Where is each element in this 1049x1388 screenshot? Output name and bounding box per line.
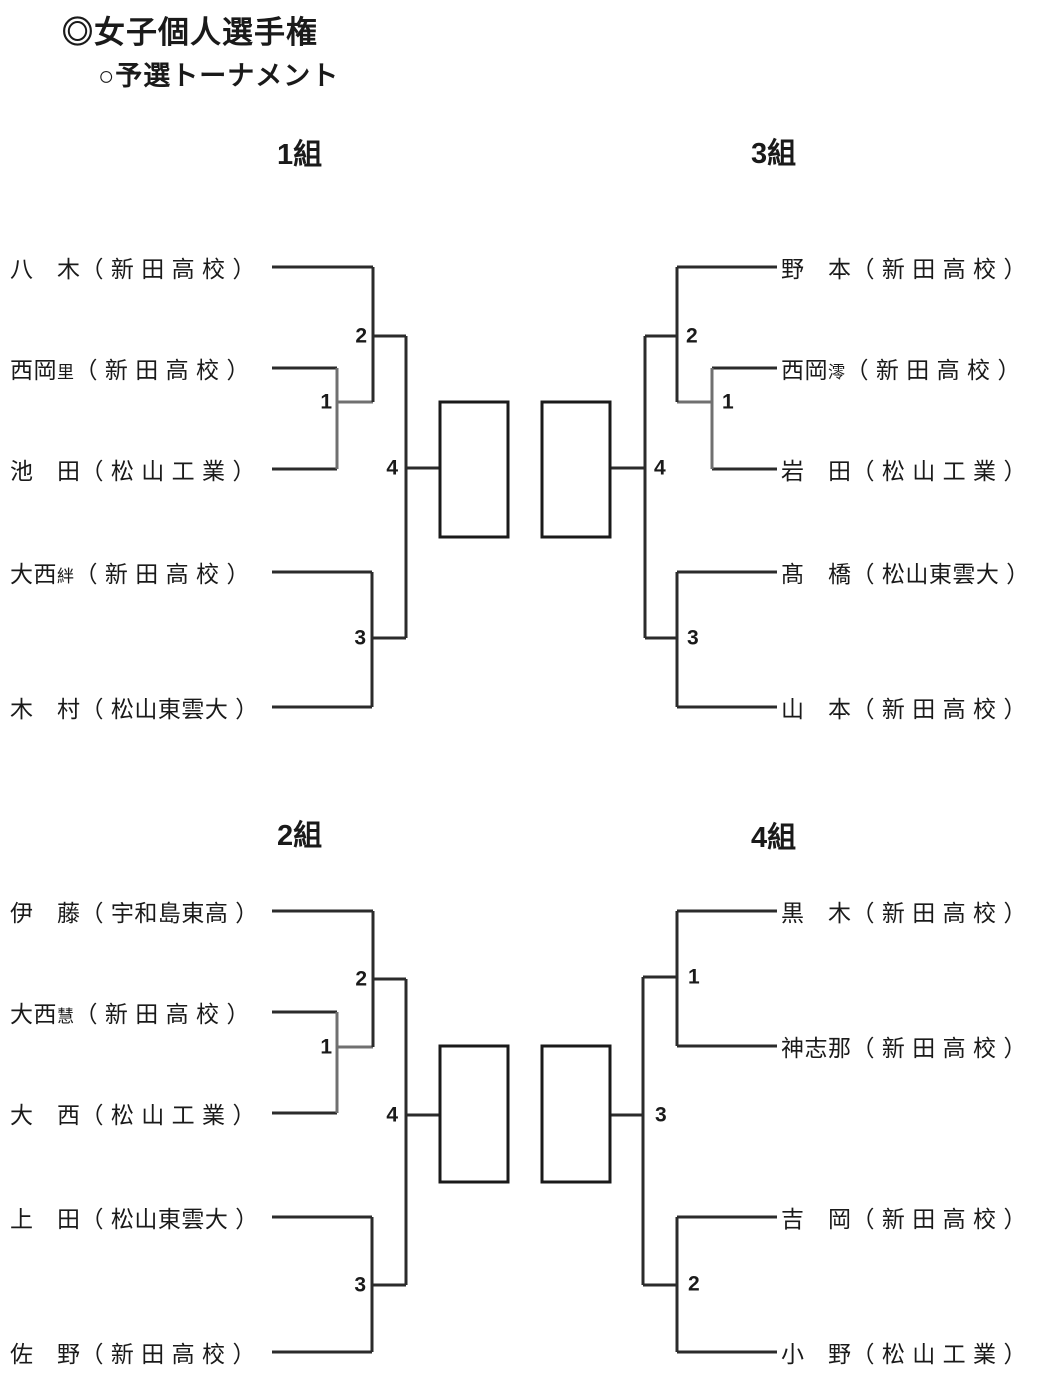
match-number: 2 bbox=[355, 967, 367, 991]
match-number: 1 bbox=[320, 1035, 332, 1059]
player-entry: 西岡里（ 新 田 高 校 ） bbox=[10, 351, 250, 385]
player-name: 八 木 bbox=[10, 256, 81, 282]
player-school: （ 新 田 高 校 ） bbox=[851, 900, 1027, 926]
player-entry: 大西慧（ 新 田 高 校 ） bbox=[10, 995, 250, 1029]
player-school: （ 松山東雲大 ） bbox=[851, 561, 1030, 587]
player-name: 黒 木 bbox=[781, 900, 852, 926]
player-entry: 岩 田（ 松 山 工 業 ） bbox=[781, 452, 1027, 486]
page-subtitle: ○予選トーナメント bbox=[98, 61, 340, 91]
group-2-header: 2組 bbox=[277, 820, 323, 852]
match-number: 1 bbox=[688, 965, 700, 989]
player-school: （ 新 田 高 校 ） bbox=[851, 1035, 1027, 1061]
group-1-header: 1組 bbox=[277, 139, 323, 171]
player-school: （ 新 田 高 校 ） bbox=[74, 1001, 250, 1027]
group-3-bracket bbox=[610, 265, 777, 709]
player-name: 野 本 bbox=[781, 256, 852, 282]
player-name: 池 田 bbox=[10, 458, 81, 484]
player-name: 神志那 bbox=[781, 1035, 852, 1061]
player-name: 大西 bbox=[10, 1001, 57, 1027]
player-entry: 黒 木（ 新 田 高 校 ） bbox=[781, 894, 1027, 928]
player-school: （ 新 田 高 校 ） bbox=[80, 256, 256, 282]
player-school: （ 松 山 工 業 ） bbox=[851, 458, 1027, 484]
player-entry: 小 野（ 松 山 工 業 ） bbox=[781, 1335, 1027, 1369]
player-school: （ 新 田 高 校 ） bbox=[851, 696, 1027, 722]
player-name: 上 田 bbox=[10, 1206, 81, 1232]
match-number: 3 bbox=[687, 626, 699, 650]
player-name: 髙 橋 bbox=[781, 561, 852, 587]
player-entry: 山 本（ 新 田 高 校 ） bbox=[781, 690, 1027, 724]
player-entry: 大西絆（ 新 田 高 校 ） bbox=[10, 555, 250, 589]
match-number: 2 bbox=[355, 324, 367, 348]
finalist-box-top-left bbox=[438, 400, 510, 539]
player-name: 木 村 bbox=[10, 696, 81, 722]
player-school: （ 新 田 高 校 ） bbox=[74, 561, 250, 587]
player-school: （ 松 山 工 業 ） bbox=[851, 1341, 1027, 1367]
finalist-box-top-right bbox=[540, 400, 612, 539]
player-school: （ 新 田 高 校 ） bbox=[845, 357, 1021, 383]
player-name: 吉 岡 bbox=[781, 1206, 852, 1232]
match-number: 1 bbox=[320, 390, 332, 414]
match-number: 3 bbox=[354, 1273, 366, 1297]
player-school: （ 松山東雲大 ） bbox=[80, 1206, 259, 1232]
player-school: （ 宇和島東高 ） bbox=[80, 900, 259, 926]
group-2-bracket bbox=[272, 909, 440, 1354]
player-name: 岩 田 bbox=[781, 458, 852, 484]
player-name: 小 野 bbox=[781, 1341, 852, 1367]
player-school: （ 新 田 高 校 ） bbox=[851, 1206, 1027, 1232]
player-name: 西岡 bbox=[781, 357, 828, 383]
player-school: （ 新 田 高 校 ） bbox=[74, 357, 250, 383]
player-name-small: 澪 bbox=[828, 363, 846, 382]
finalist-box-bottom-left bbox=[438, 1044, 510, 1184]
match-number: 3 bbox=[354, 626, 366, 650]
player-school: （ 新 田 高 校 ） bbox=[80, 1341, 256, 1367]
player-name: 山 本 bbox=[781, 696, 852, 722]
match-number: 3 bbox=[655, 1103, 667, 1127]
match-number: 4 bbox=[386, 456, 398, 480]
player-school: （ 松 山 工 業 ） bbox=[80, 458, 256, 484]
player-entry: 神志那（ 新 田 高 校 ） bbox=[781, 1029, 1027, 1063]
player-name: 大 西 bbox=[10, 1102, 81, 1128]
player-entry: 伊 藤（ 宇和島東高 ） bbox=[10, 894, 259, 928]
player-name-small: 里 bbox=[57, 363, 75, 382]
player-entry: 大 西（ 松 山 工 業 ） bbox=[10, 1096, 256, 1130]
player-entry: 西岡澪（ 新 田 高 校 ） bbox=[781, 351, 1021, 385]
match-number: 1 bbox=[722, 390, 734, 414]
group-1-bracket bbox=[272, 265, 440, 709]
player-entry: 野 本（ 新 田 高 校 ） bbox=[781, 250, 1027, 284]
player-name: 西岡 bbox=[10, 357, 57, 383]
player-entry: 佐 野（ 新 田 高 校 ） bbox=[10, 1335, 256, 1369]
player-school: （ 松山東雲大 ） bbox=[80, 696, 259, 722]
player-school: （ 新 田 高 校 ） bbox=[851, 256, 1027, 282]
player-name-small: 慧 bbox=[57, 1007, 75, 1026]
group-4-header: 4組 bbox=[751, 822, 797, 854]
player-name: 佐 野 bbox=[10, 1341, 81, 1367]
group-3-header: 3組 bbox=[751, 138, 797, 170]
finalist-box-bottom-right bbox=[540, 1044, 612, 1184]
match-number: 4 bbox=[654, 456, 666, 480]
player-entry: 八 木（ 新 田 高 校 ） bbox=[10, 250, 256, 284]
match-number: 4 bbox=[386, 1103, 398, 1127]
player-entry: 髙 橋（ 松山東雲大 ） bbox=[781, 555, 1030, 589]
player-name: 大西 bbox=[10, 561, 57, 587]
player-school: （ 松 山 工 業 ） bbox=[80, 1102, 256, 1128]
player-entry: 上 田（ 松山東雲大 ） bbox=[10, 1200, 259, 1234]
player-entry: 木 村（ 松山東雲大 ） bbox=[10, 690, 259, 724]
group-4-bracket bbox=[610, 909, 777, 1354]
match-number: 2 bbox=[686, 324, 698, 348]
player-name-small: 絆 bbox=[57, 567, 75, 586]
match-number: 2 bbox=[688, 1272, 700, 1296]
player-name: 伊 藤 bbox=[10, 900, 81, 926]
page-title: ◎女子個人選手権 bbox=[62, 15, 318, 50]
player-entry: 池 田（ 松 山 工 業 ） bbox=[10, 452, 256, 486]
player-entry: 吉 岡（ 新 田 高 校 ） bbox=[781, 1200, 1027, 1234]
